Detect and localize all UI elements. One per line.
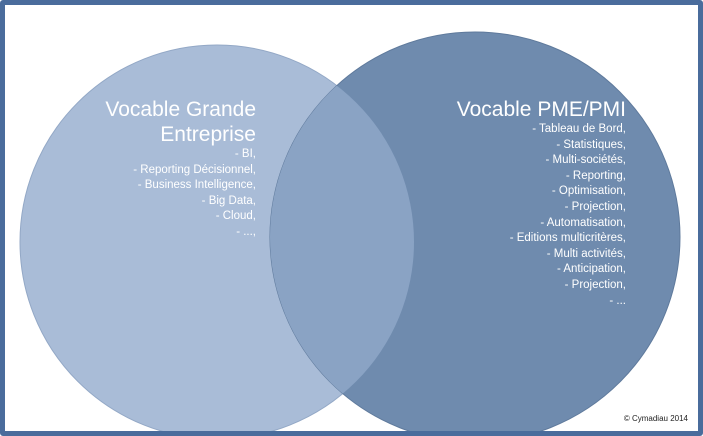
list-item: - Reporting,	[565, 169, 626, 182]
list-item: - ...	[609, 294, 626, 307]
list-item: - ...,	[236, 225, 256, 238]
list-item: - Projection,	[564, 200, 626, 213]
list-item: - Optimisation,	[551, 185, 626, 198]
list-item: - BI,	[234, 148, 256, 160]
list-item: - Anticipation,	[556, 263, 626, 276]
left-set-label: Vocable Grande Entreprise - BI, - Report…	[105, 97, 256, 241]
left-set-title-line1: Vocable Grande	[105, 98, 256, 121]
list-item: - Multi-sociétés,	[545, 154, 626, 167]
list-item: - Big Data,	[201, 194, 256, 207]
copyright-text: © Cymadiau 2014	[623, 414, 688, 423]
list-item: - Reporting Décisionnel,	[133, 163, 256, 176]
list-item: - Projection,	[564, 278, 626, 291]
right-set-label: Vocable PME/PMI - Tableau de Bord, - Sta…	[457, 97, 626, 309]
list-item: - Automatisation,	[540, 216, 626, 229]
list-item: - Statistiques,	[556, 138, 626, 151]
list-item: - Multi activités,	[546, 247, 626, 260]
right-set-title: Vocable PME/PMI	[456, 98, 626, 121]
left-set-title-line2: Entreprise	[160, 123, 256, 146]
list-item: - Business Intelligence,	[137, 179, 256, 192]
list-item: - Tableau de Bord,	[532, 123, 626, 135]
venn-circles	[19, 31, 681, 431]
overlap-region	[270, 45, 414, 431]
list-item: - Cloud,	[215, 210, 256, 223]
list-item: - Editions multicritères,	[509, 232, 626, 245]
